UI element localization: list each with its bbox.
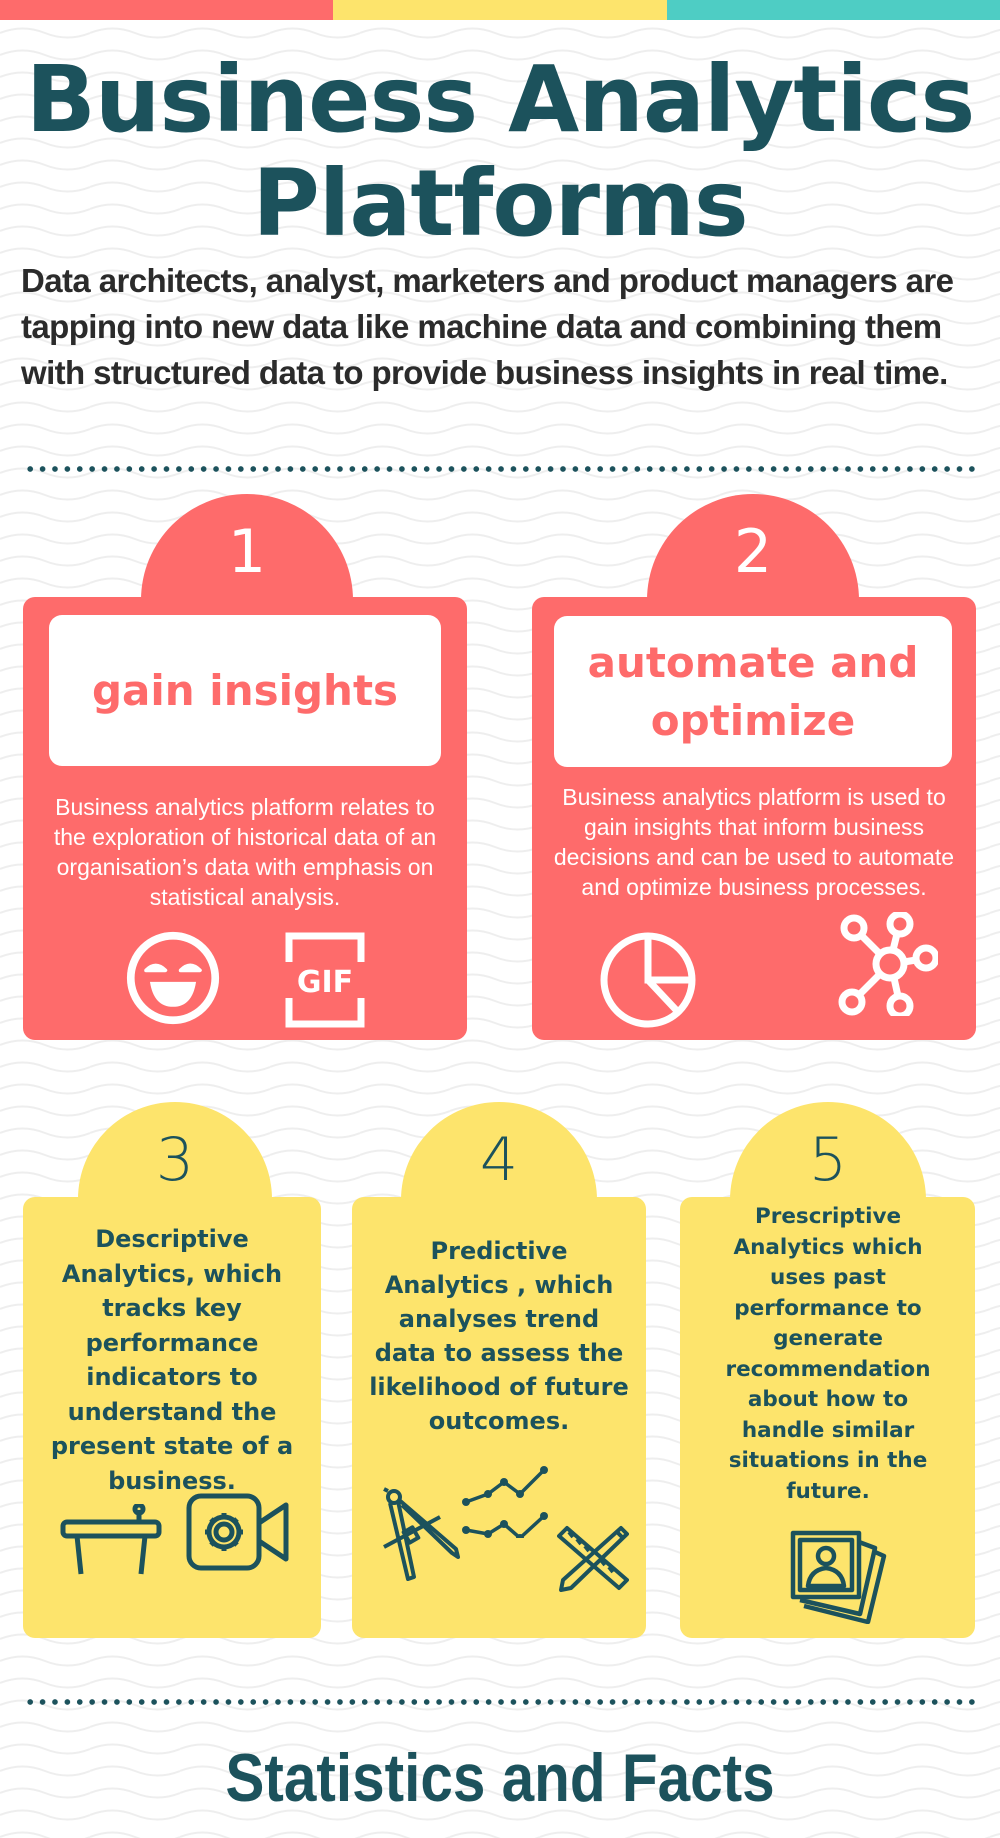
section-title-statistics: Statistics and Facts	[225, 1740, 775, 1816]
card-number: 5	[808, 1125, 848, 1195]
title-line-2: Platforms	[252, 150, 748, 257]
page-title: Business Analytics Platforms	[0, 48, 1000, 256]
ruler-pencil-icon	[557, 1524, 629, 1592]
card-gain-insights: 1 gain insights Business analytics platf…	[23, 494, 467, 1040]
line-charts-icon	[462, 1466, 548, 1538]
card-description: Prescriptive Analytics which uses past p…	[725, 1204, 931, 1504]
card-description: Predictive Analytics , which analyses tr…	[369, 1237, 629, 1435]
card-prescriptive-analytics: 5 Prescriptive Analytics which uses past…	[680, 1102, 975, 1638]
card-label: gain insights	[91, 665, 399, 715]
number-tab: 3	[78, 1102, 272, 1206]
top-bar-yellow	[333, 0, 667, 20]
laughing-face-icon	[125, 930, 221, 1026]
compass-icon	[380, 1487, 462, 1587]
podium-icon	[59, 1504, 163, 1576]
network-hub-icon	[838, 912, 938, 1016]
video-settings-icon	[186, 1493, 290, 1573]
photo-stack-icon	[790, 1530, 888, 1624]
card-label-box: gain insights	[49, 615, 441, 766]
card-label-box: automate and optimize	[554, 616, 952, 767]
number-tab: 2	[647, 494, 859, 604]
card-number: 4	[479, 1125, 519, 1195]
card-label: automate and optimize	[587, 637, 919, 745]
card-number: 3	[155, 1125, 195, 1195]
number-tab: 1	[141, 494, 353, 604]
card-description: Descriptive Analytics, which tracks key …	[50, 1225, 294, 1495]
dotted-divider-bottom	[24, 1699, 976, 1705]
top-bar-red	[0, 0, 334, 20]
card-predictive-analytics: 4 Predictive Analytics , which analyses …	[352, 1102, 646, 1638]
card-descriptive-analytics: 3 Descriptive Analytics, which tracks ke…	[23, 1102, 321, 1638]
pie-chart-icon	[598, 930, 698, 1030]
card-description: Business analytics platform relates to t…	[53, 794, 437, 910]
intro-paragraph: Data architects, analyst, marketers and …	[21, 262, 954, 391]
title-line-1: Business Analytics	[25, 46, 975, 153]
card-automate-optimize: 2 automate and optimize Business analyti…	[532, 494, 976, 1040]
card-body	[23, 1197, 321, 1638]
card-number: 1	[227, 517, 267, 587]
gif-icon: GIF	[285, 932, 365, 1028]
top-bar-teal	[666, 0, 1000, 20]
card-number: 2	[733, 517, 773, 587]
card-description: Business analytics platform is used to g…	[553, 784, 955, 900]
dotted-divider-top	[24, 466, 976, 472]
number-tab: 5	[730, 1102, 926, 1206]
top-color-bar	[0, 0, 1000, 20]
number-tab: 4	[401, 1102, 597, 1206]
svg-text:GIF: GIF	[297, 965, 353, 1000]
